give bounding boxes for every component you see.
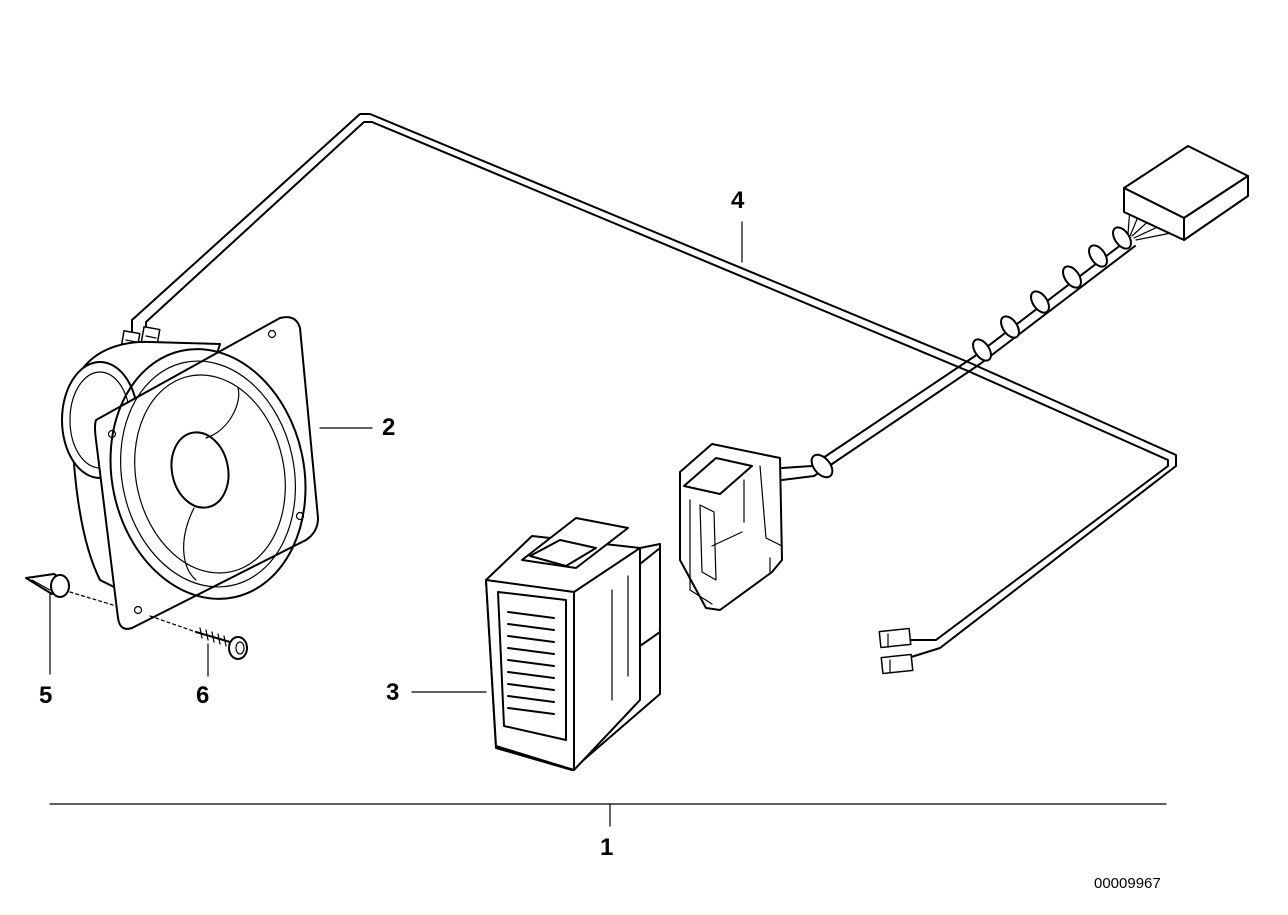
control-box xyxy=(1123,145,1249,241)
lower-right-plug-connectors xyxy=(878,627,914,675)
loudspeaker xyxy=(61,316,319,630)
callout-2: 2 xyxy=(382,414,396,441)
callout-4: 4 xyxy=(731,187,745,214)
diagram-reference-number: 00009967 xyxy=(1094,875,1161,892)
screw xyxy=(149,615,248,660)
harness-sleeves xyxy=(972,226,1132,362)
callout-3: 3 xyxy=(386,679,400,706)
leader-lines xyxy=(49,221,1167,827)
callout-5: 5 xyxy=(39,682,53,709)
branch-harness xyxy=(825,207,1177,465)
branch-connector xyxy=(679,443,834,611)
module-grille xyxy=(507,611,555,715)
module-box xyxy=(485,517,661,771)
clip-nut xyxy=(25,573,117,607)
callout-1: 1 xyxy=(600,834,614,861)
callout-6: 6 xyxy=(196,682,210,709)
